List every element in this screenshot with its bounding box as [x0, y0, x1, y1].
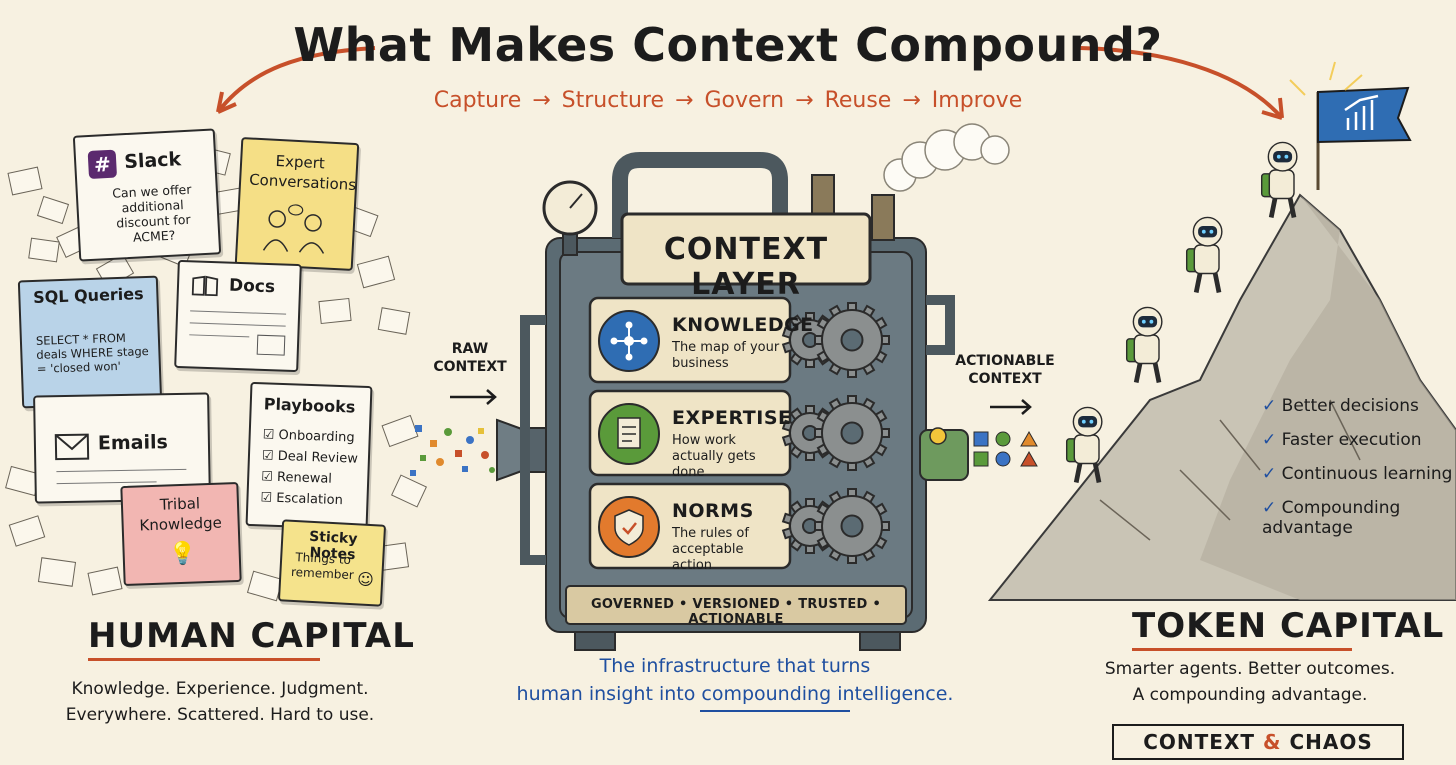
token-capital-sub1: Smarter agents. Better outcomes. — [1104, 659, 1396, 679]
benefit-item: ✓ Faster execution — [1262, 430, 1422, 450]
clipboard-icon — [598, 403, 660, 465]
envelope-icon — [54, 433, 90, 461]
center-caption: The infrastructure that turns human insi… — [500, 652, 970, 708]
slack-card: # Slack Can we offer additional discount… — [72, 128, 222, 262]
machine-footer-text: GOVERNED • VERSIONED • TRUSTED • ACTIONA… — [590, 597, 882, 627]
slot-desc: The rules of acceptable action — [672, 526, 749, 573]
output-shapes — [973, 430, 1038, 467]
check-icon: ✓ — [1262, 498, 1277, 518]
slot-title: EXPERTISE — [672, 407, 792, 429]
confetti-stream — [410, 425, 495, 476]
gear-icon — [814, 488, 890, 564]
docs-card: Docs — [174, 259, 302, 373]
flow-arrow: → — [675, 88, 694, 113]
raw-context-label: RAW CONTEXT — [433, 341, 507, 375]
slack-icon: # — [87, 149, 118, 180]
slot-desc: The map of your business — [672, 340, 780, 371]
robot-climber — [1185, 216, 1223, 293]
conversation-icon — [262, 204, 325, 254]
steam-cloud — [883, 123, 1010, 192]
flow-step: Improve — [931, 88, 1023, 113]
actionable-context-arrow — [990, 399, 1032, 415]
expert-card: Expert Conversations — [234, 136, 360, 272]
lightbulb-icon: 💡 — [168, 541, 197, 568]
emails-card: Emails — [33, 392, 211, 504]
network-icon — [598, 310, 660, 372]
human-capital-sub1: Knowledge. Experience. Judgment. — [71, 679, 369, 699]
lightbulb-icon — [929, 427, 947, 445]
robot-climber — [1260, 141, 1298, 218]
flow-arrow: → — [532, 88, 551, 113]
human-capital-sub2: Everywhere. Scattered. Hard to use. — [65, 705, 375, 725]
brand-logo: CONTEXT & CHAOS — [1112, 724, 1404, 760]
pressure-gauge-icon — [542, 180, 598, 256]
playbooks-card: Playbooks ☑ Onboarding ☑ Deal Review ☑ R… — [245, 381, 373, 531]
benefit-item: ✓ Better decisions — [1262, 396, 1419, 416]
sql-card: SQL Queries SELECT * FROM deals WHERE st… — [17, 275, 163, 409]
token-capital-sub2: A compounding advantage. — [1132, 685, 1368, 705]
benefit-item: ✓ Continuous learning — [1262, 464, 1453, 484]
human-capital-heading: HUMAN CAPITAL — [88, 616, 415, 656]
gear-icon — [814, 302, 890, 378]
playbook-item: ☑ Escalation — [260, 490, 344, 509]
playbooks-list: ☑ Onboarding ☑ Deal Review ☑ Renewal ☑ E… — [260, 424, 359, 511]
benefits-list: ✓ Better decisions ✓ Faster execution ✓ … — [1262, 396, 1452, 538]
check-icon: ✓ — [1262, 464, 1277, 484]
caption-line2: human insight into compounding intellige… — [516, 683, 954, 705]
playbooks-title: Playbooks — [263, 394, 356, 417]
heading-underline — [1132, 648, 1352, 651]
flow-step: Capture — [433, 88, 522, 113]
flow-arrow: → — [902, 88, 921, 113]
context-layer-title: CONTEXT LAYER — [663, 232, 829, 302]
caption-line1: The infrastructure that turns — [599, 655, 871, 677]
flow-steps: Capture → Structure → Govern → Reuse → I… — [0, 88, 1456, 113]
check-icon: ✓ — [1262, 430, 1277, 450]
sql-query: SELECT * FROM deals WHERE stage = 'close… — [35, 330, 149, 376]
gear-icon — [814, 395, 890, 471]
context-layer-sign — [620, 212, 872, 286]
gears — [781, 302, 890, 564]
actionable-context-label: ACTIONABLE CONTEXT — [955, 353, 1055, 387]
tribal-knowledge-card: Tribal Knowledge 💡 — [120, 481, 242, 587]
emails-title: Emails — [97, 431, 169, 455]
right-curve-arrow — [1079, 46, 1284, 120]
docs-title: Docs — [228, 275, 276, 298]
flow-step: Structure — [561, 88, 665, 113]
token-capital-heading: TOKEN CAPITAL — [1132, 606, 1445, 646]
flow-step: Reuse — [824, 88, 892, 113]
slot-title: NORMS — [672, 500, 754, 522]
slack-title: Slack — [123, 148, 182, 174]
caption-underline — [700, 710, 850, 712]
heading-underline — [88, 658, 320, 661]
flow-arrow: → — [795, 88, 814, 113]
slot-desc: How work actually gets done — [672, 433, 756, 480]
flag-chart-icon — [1289, 61, 1412, 190]
smiley-icon: ☺ — [356, 569, 375, 590]
flow-step: Govern — [704, 88, 785, 113]
page-title: What Makes Context Compound? — [293, 18, 1163, 72]
shield-icon — [598, 496, 660, 558]
sticky-notes-card: Sticky Notes Things to remember ☺ — [277, 519, 387, 607]
footer-plate — [565, 585, 907, 625]
robot-climber — [1125, 306, 1163, 383]
left-curve-arrow — [216, 46, 376, 114]
slot-title: KNOWLEDGE — [672, 314, 814, 336]
sticky-body: Things to remember — [290, 550, 355, 583]
raw-context-arrow — [450, 389, 497, 405]
sql-title: SQL Queries — [32, 284, 144, 307]
robot-climber — [1065, 406, 1103, 483]
expert-title: Expert Conversations — [248, 151, 357, 195]
benefit-item: ✓ Compounding advantage — [1262, 498, 1401, 538]
check-icon: ✓ — [1262, 396, 1277, 416]
mountain — [987, 193, 1456, 601]
tribal-title: Tribal Knowledge — [139, 494, 223, 535]
robots — [1065, 141, 1298, 483]
slack-message: Can we offer additional discount for ACM… — [111, 181, 192, 245]
book-icon — [191, 275, 219, 297]
